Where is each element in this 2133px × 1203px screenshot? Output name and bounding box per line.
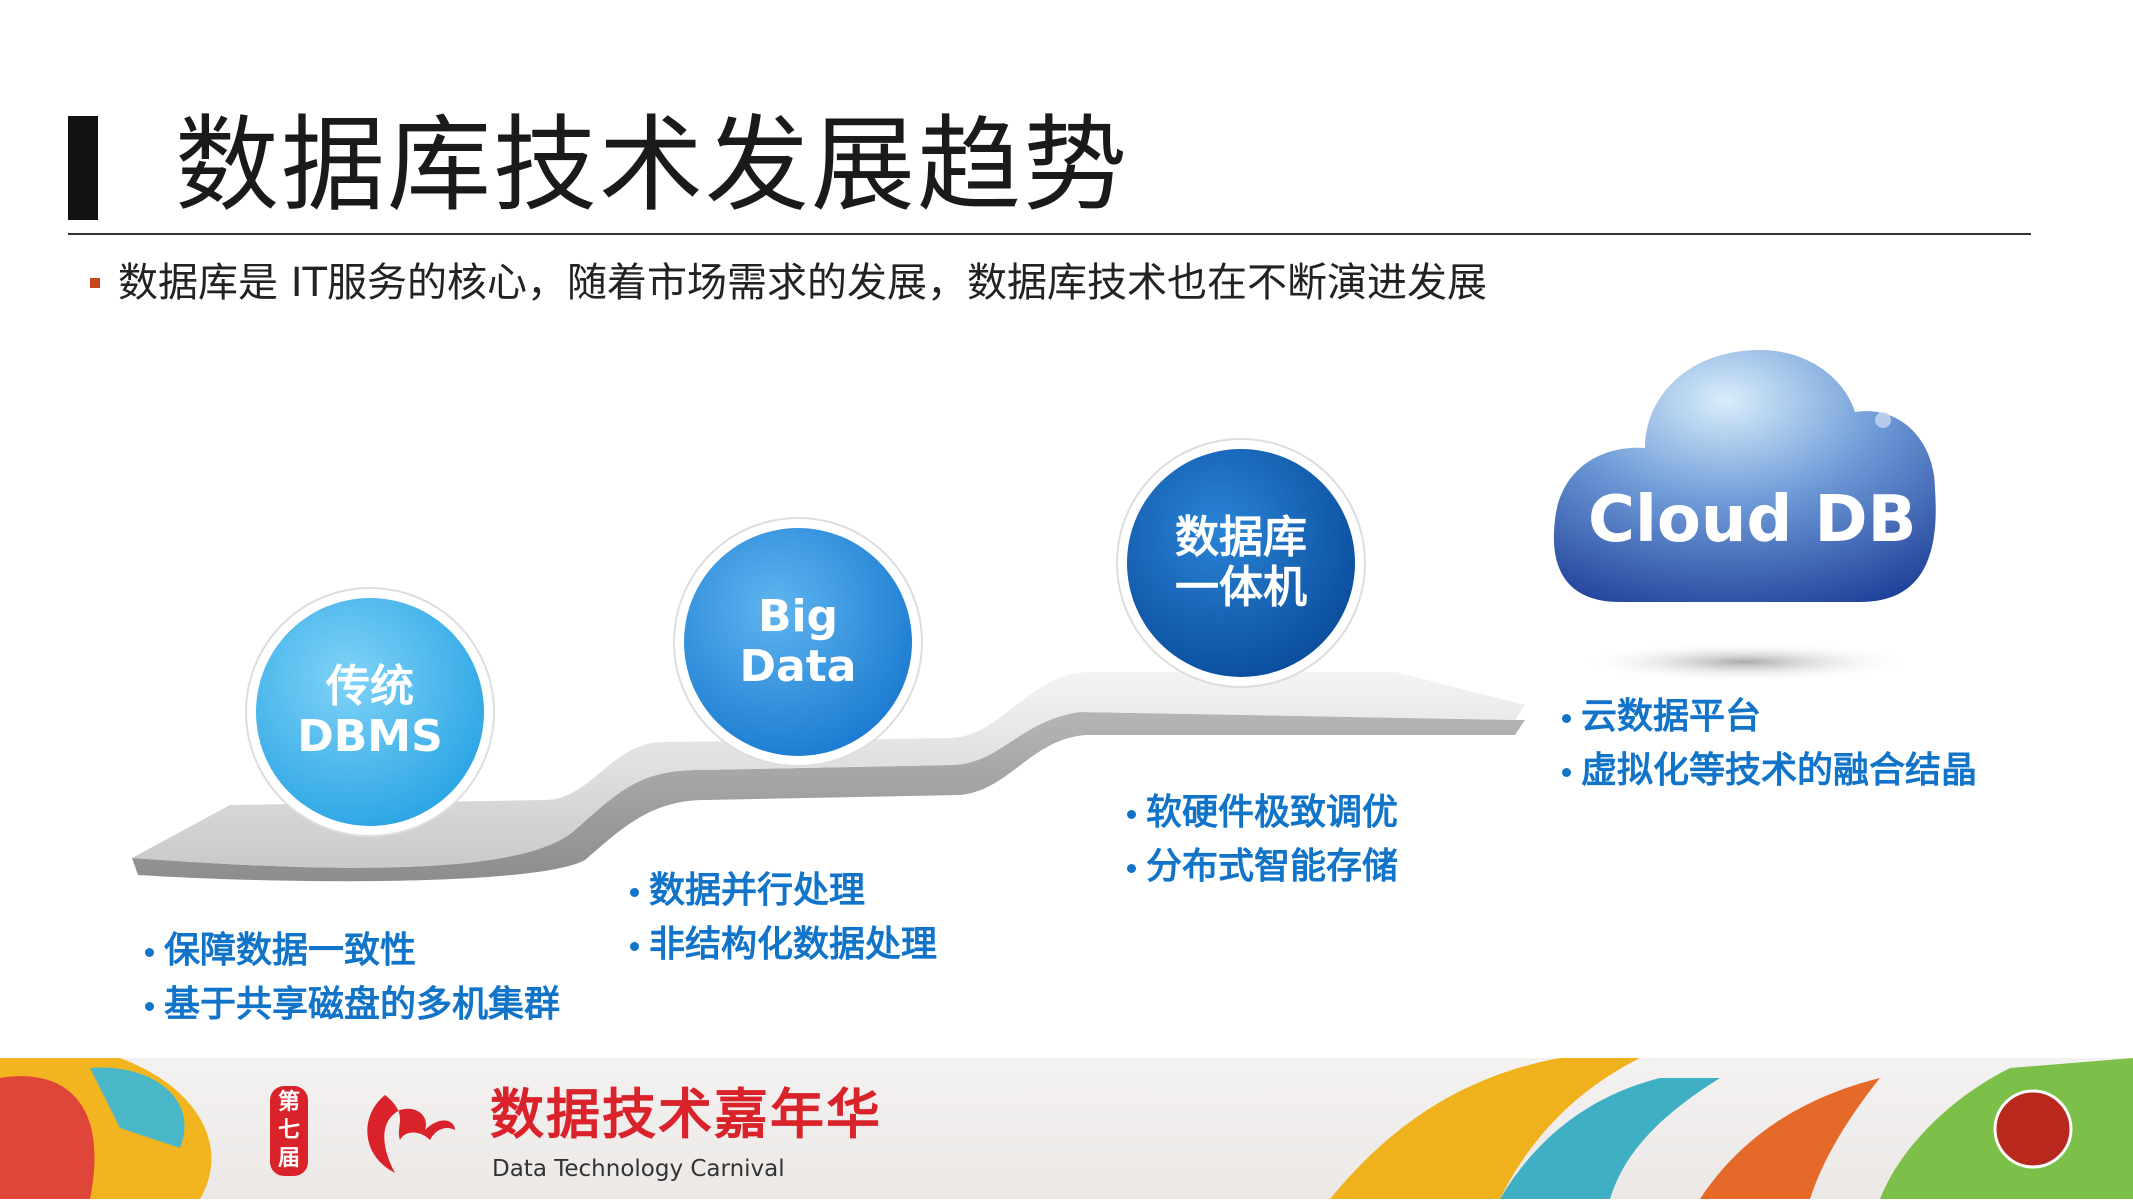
list-item: 虚拟化等技术的融合结晶 [1562,744,1977,798]
list-item: 数据并行处理 [630,864,937,918]
list-item: 基于共享磁盘的多机集群 [145,978,560,1032]
list-item: 分布式智能存储 [1127,840,1398,894]
stage-label-appliance: 数据库 一体机 [1121,513,1361,613]
stage-circle-bigdata [673,517,923,767]
label-line: Big [757,591,839,642]
bullet-icon [90,278,100,288]
page-title: 数据库技术发展趋势 [175,104,1130,226]
stage-label-dbms: 传统 DBMS [250,662,490,762]
label-line: 传统 [326,661,414,712]
staircase-top [132,672,1525,868]
cloud-shadow [1575,642,1915,682]
carnival-name-cn: 数据技术嘉年华 [490,1083,882,1146]
bullet-list-bigdata: 数据并行处理 非结构化数据处理 [630,864,937,972]
stage-label-bigdata: Big Data [678,592,918,692]
carnival-name-en: Data Technology Carnival [492,1156,785,1182]
footer-decoration [0,1058,2133,1199]
title-accent-bar [68,116,98,220]
label-line: 一体机 [1175,562,1307,613]
label-line: DBMS [297,711,443,762]
list-item: 保障数据一致性 [145,924,560,978]
label-line: 数据库 [1175,512,1307,563]
label-line: Data [739,641,857,692]
water-drop-icon [1875,412,1891,428]
edition-badge: 第七届 [270,1086,308,1176]
list-item: 云数据平台 [1562,690,1977,744]
stage-circle-dbms [245,587,495,837]
staircase-side [132,712,1525,882]
bullet-list-cloud: 云数据平台 虚拟化等技术的融合结晶 [1562,690,1977,798]
subtitle: 数据库是 IT服务的核心，随着市场需求的发展，数据库技术也在不断演进发展 [118,260,1487,306]
bullet-list-dbms: 保障数据一致性 基于共享磁盘的多机集群 [145,924,560,1032]
phoenix-logo-icon [367,1095,455,1173]
cloud-icon [1553,350,1936,602]
list-item: 非结构化数据处理 [630,918,937,972]
bullet-list-appliance: 软硬件极致调优 分布式智能存储 [1127,786,1398,894]
cloud-label: Cloud DB [1588,483,1917,557]
stage-circle-appliance [1116,438,1366,688]
title-divider [68,233,2031,235]
footer-banner [0,1058,2133,1199]
list-item: 软硬件极致调优 [1127,786,1398,840]
